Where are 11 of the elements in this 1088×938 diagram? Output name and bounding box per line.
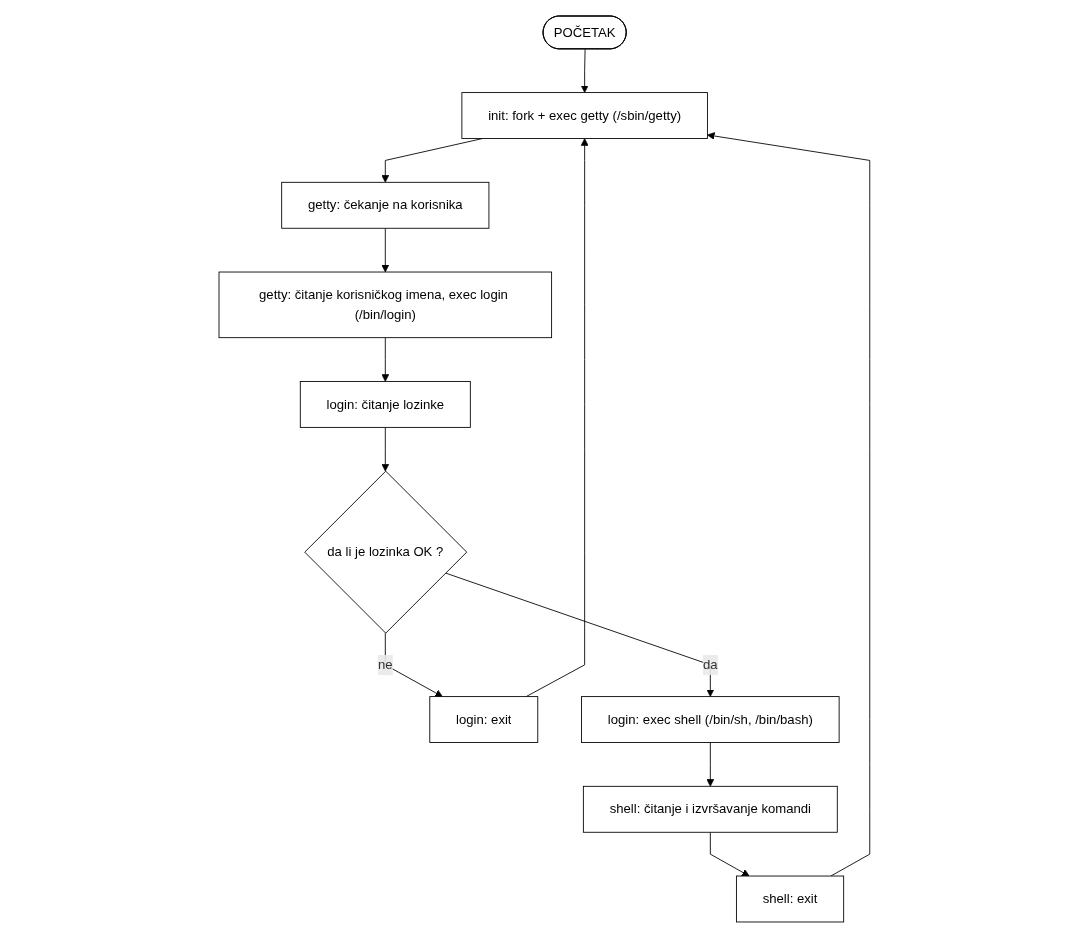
node-box: login: exit: [428, 696, 538, 743]
node-box: shell: čitanje i izvršavanje komandi: [582, 785, 838, 833]
node-box: login: exec shell (/bin/sh, /bin/bash): [580, 696, 840, 743]
node-box: init: fork + exec getty (/sbin/getty): [461, 92, 708, 139]
node-box: login: čitanje lozinke: [299, 381, 471, 428]
edge-label: da: [702, 656, 718, 672]
node-box: getty: čitanje korisničkog imena, exec login (/bin/login): [218, 271, 552, 339]
node-box: getty: čekanje na korisnika: [280, 181, 489, 229]
edge-label: ne: [377, 656, 393, 672]
node-box: shell: exit: [735, 875, 844, 923]
node-diamond: da li je lozinka OK ?: [303, 470, 467, 634]
